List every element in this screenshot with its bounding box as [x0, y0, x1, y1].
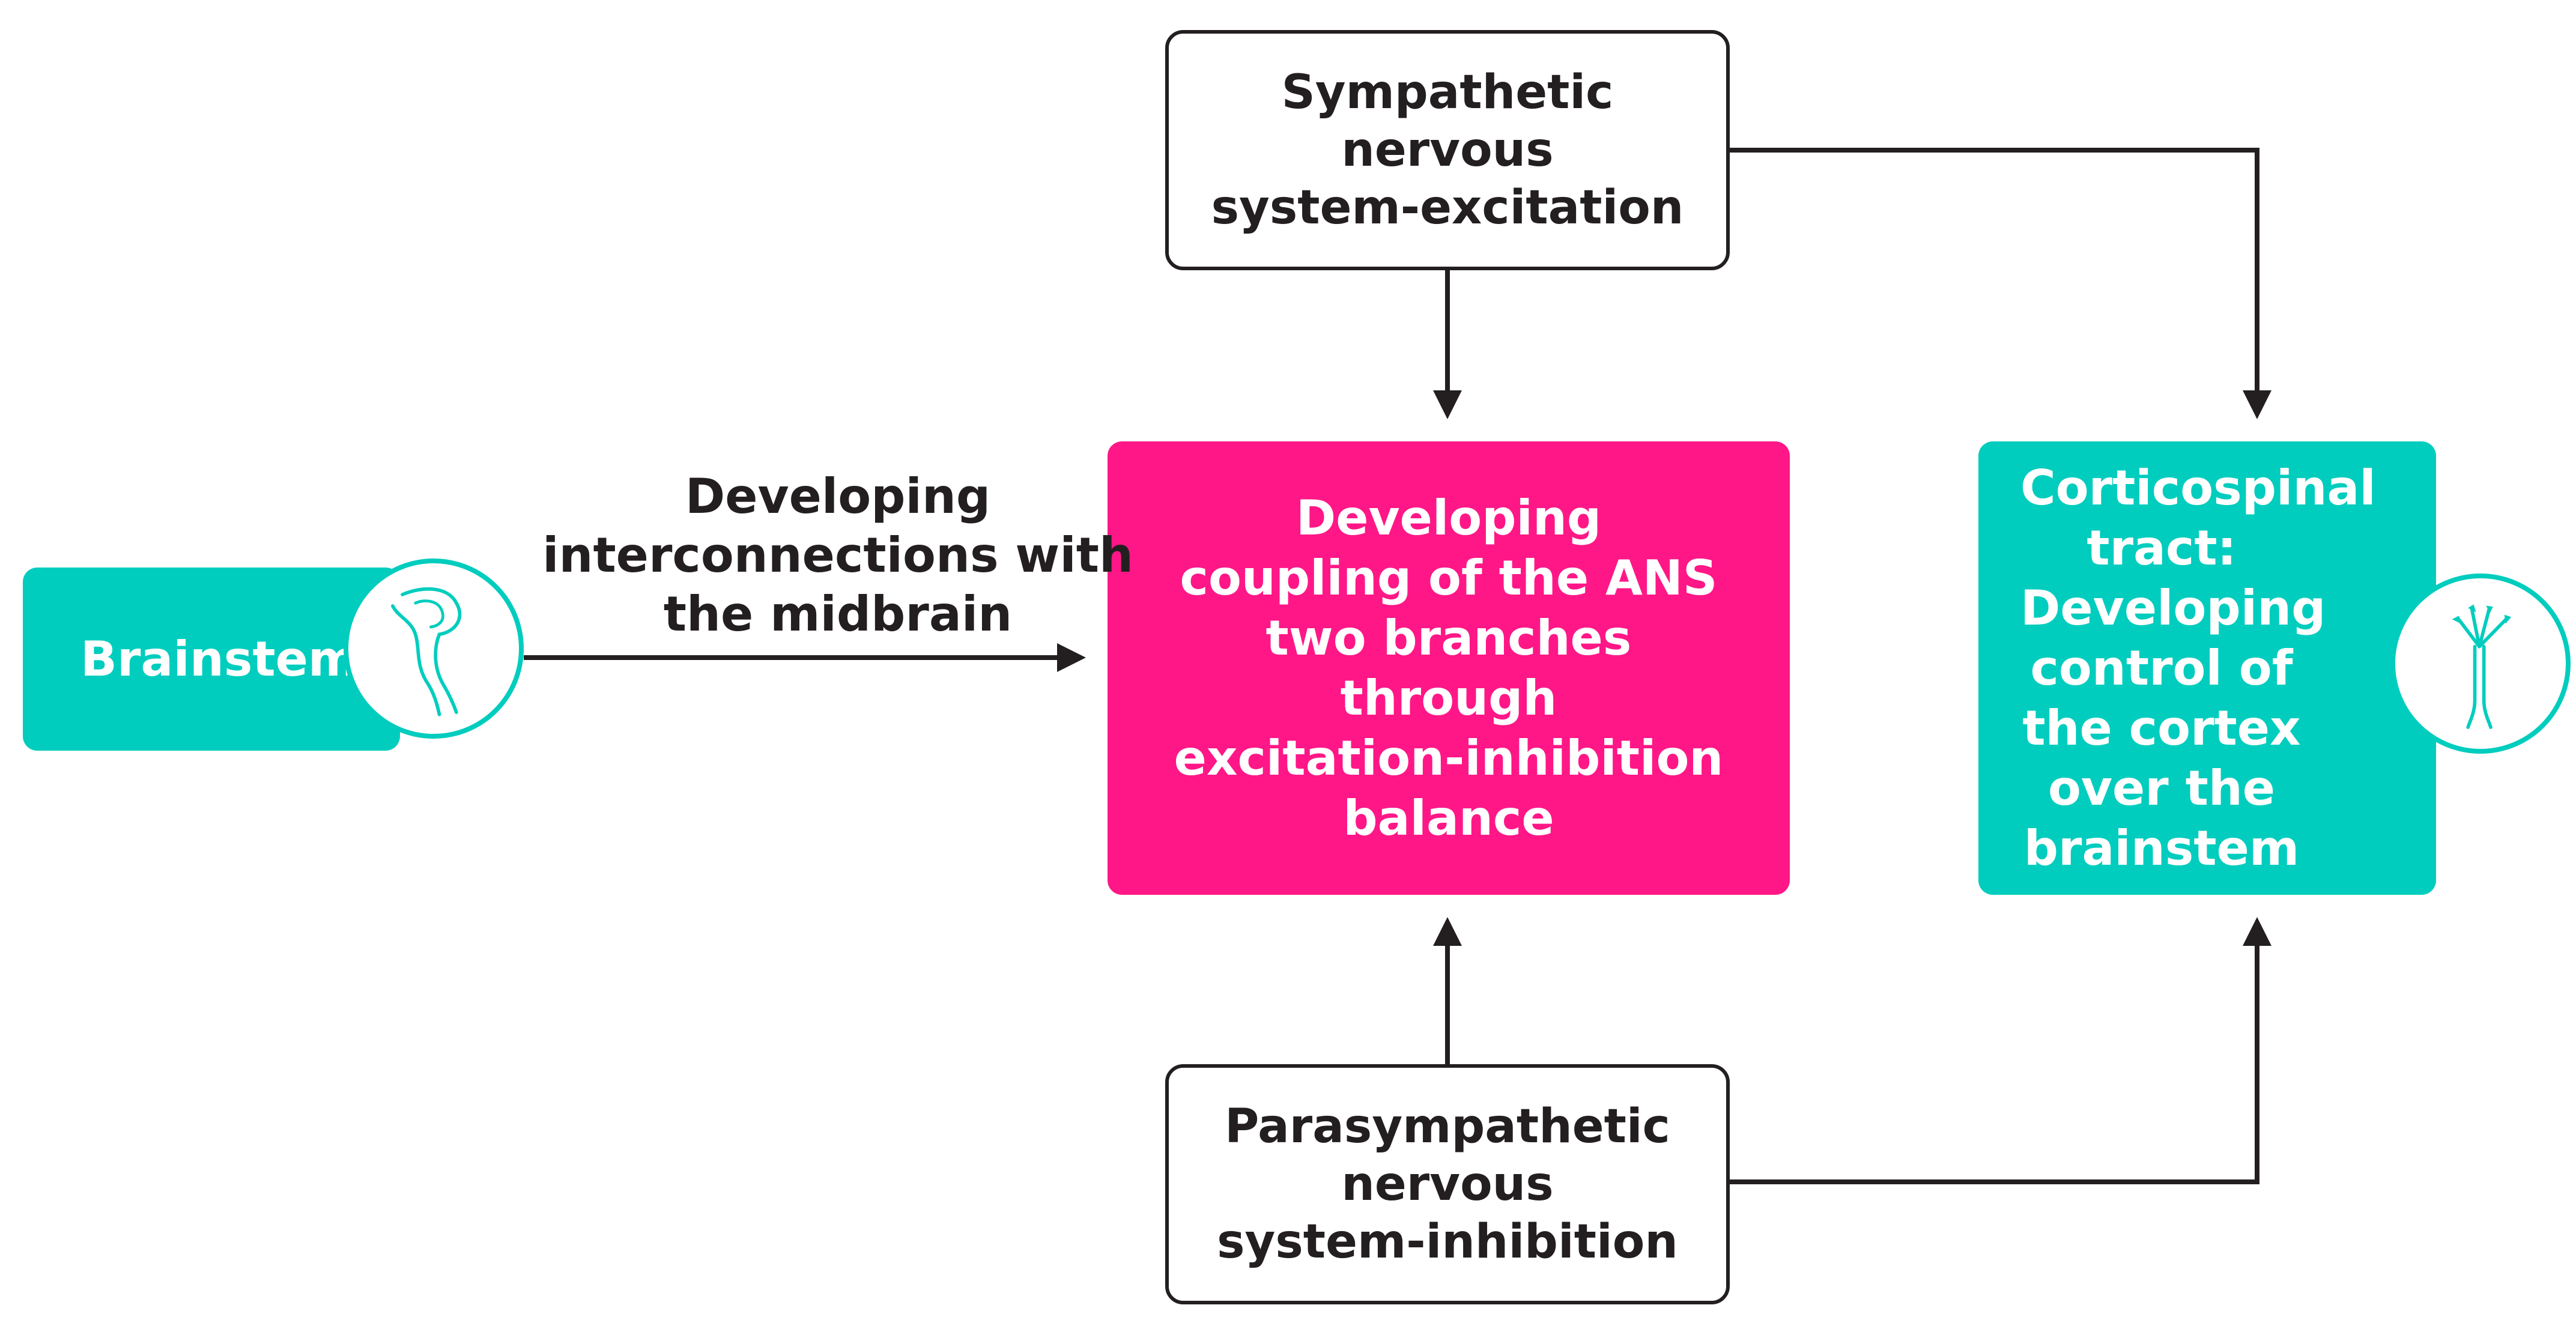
- corticospinal-node: Corticospinal tract: Developing control …: [1978, 441, 2436, 895]
- arrow-sympathetic-to-cortex: [1730, 148, 2271, 419]
- neuron-icon: [2390, 574, 2571, 754]
- brainstem-icon: [344, 559, 524, 739]
- corticospinal-label: Corticospinal tract: Developing control …: [2020, 459, 2376, 876]
- parasympathetic-node: Parasympathetic nervous system-inhibitio…: [1165, 1064, 1730, 1304]
- arrow-parasympathetic-to-cortex: [1730, 917, 2271, 1184]
- sympathetic-label: Sympathetic nervous system-excitation: [1211, 65, 1684, 235]
- ans-coupling-label: Developing coupling of the ANS two branc…: [1174, 489, 1724, 846]
- brainstem-node: Brainstem: [23, 568, 400, 751]
- parasympathetic-label: Parasympathetic nervous system-inhibitio…: [1217, 1100, 1678, 1269]
- brainstem-label: Brainstem: [80, 631, 359, 687]
- midbrain-arrow-label: Developing interconnections with the mid…: [542, 468, 1133, 642]
- sympathetic-node: Sympathetic nervous system-excitation: [1165, 30, 1730, 270]
- ans-coupling-node: Developing coupling of the ANS two branc…: [1108, 441, 1790, 895]
